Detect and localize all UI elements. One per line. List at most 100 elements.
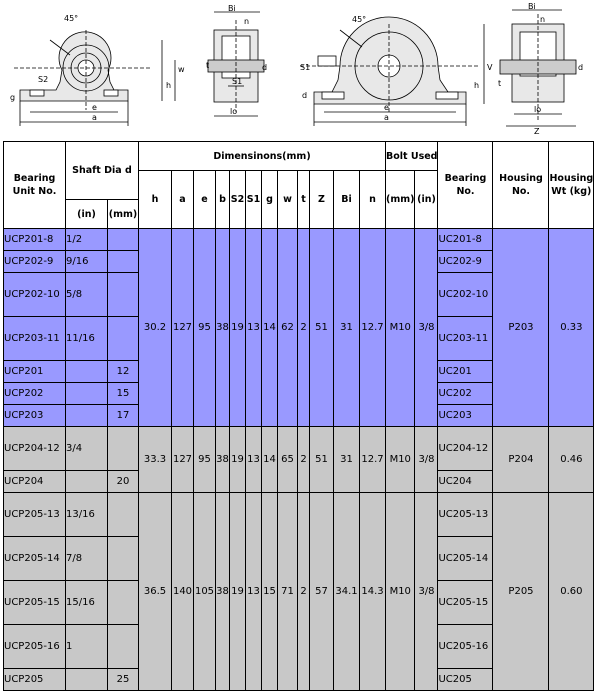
shaft-mm-cell — [107, 316, 139, 361]
dim-t-cell: 2 — [297, 228, 310, 427]
dim-b-cell: 38 — [215, 426, 230, 493]
col-shaft-mm: (mm) — [107, 199, 139, 229]
dim-h-cell: 33.3 — [138, 426, 172, 493]
dim-e-cell: 95 — [193, 228, 216, 427]
bearing-no-cell: UC201 — [437, 360, 494, 383]
bearing-unit-cell: UCP204-12 — [3, 426, 66, 471]
shaft-mm-cell — [107, 272, 139, 317]
col-dim-g: g — [261, 170, 278, 229]
s1-label: S1 — [232, 77, 242, 86]
d-label: d — [262, 63, 267, 72]
bi-label: Bi — [228, 4, 236, 13]
col-dim-b: b — [215, 170, 230, 229]
col-bolt-mm: (mm) — [384, 170, 416, 229]
dim-n-cell: 12.7 — [359, 228, 386, 427]
dim-bi-cell: 31 — [333, 228, 360, 427]
bolt-mm-cell: M10 — [384, 492, 416, 691]
col-dim-h: h — [138, 170, 172, 229]
bolt-mm-cell: M10 — [384, 228, 416, 427]
col-shaft-dia: Shaft Dia d — [65, 141, 139, 200]
s2-label: S2 — [38, 75, 48, 84]
bearing-unit-cell: UCP205-15 — [3, 580, 66, 625]
bearing-unit-cell: UCP203 — [3, 404, 66, 427]
dim-g-cell: 14 — [261, 228, 278, 427]
bearing-unit-cell: UCP205-13 — [3, 492, 66, 537]
col-dim-s2: S2 — [229, 170, 246, 229]
z-label: Z — [534, 127, 540, 136]
dim-s1-cell: 13 — [245, 492, 262, 691]
dim-z-cell: 51 — [309, 228, 334, 427]
bearing-no-cell: UC202 — [437, 382, 494, 405]
drawing-front-view-2 — [300, 16, 485, 126]
col-bearing-no: Bearing No. — [437, 141, 494, 229]
dim-bi-cell: 31 — [333, 426, 360, 493]
shaft-mm-cell: 25 — [107, 668, 139, 691]
bearing-unit-cell: UCP204 — [3, 470, 66, 493]
v-label: V — [487, 63, 493, 72]
bolt-mm-cell: M10 — [384, 426, 416, 493]
bolt-in-cell: 3/8 — [414, 426, 439, 493]
bearing-spec-table: Bearing Unit No. Shaft Dia d Dimensinons… — [3, 141, 595, 691]
dim-s2-cell: 19 — [229, 492, 246, 691]
shaft-mm-cell — [107, 426, 139, 471]
col-bearing-unit: Bearing Unit No. — [3, 141, 66, 229]
shaft-mm-cell — [107, 492, 139, 537]
e-label-2: e — [384, 103, 389, 112]
dim-s2-cell: 19 — [229, 228, 246, 427]
shaft-in-cell — [65, 382, 108, 405]
shaft-mm-cell — [107, 536, 139, 581]
shaft-mm-cell — [107, 580, 139, 625]
housing-no-cell: P204 — [492, 426, 550, 493]
angle-label-2: 45° — [352, 15, 366, 24]
dim-t-cell: 2 — [297, 492, 310, 691]
dim-e-cell: 95 — [193, 426, 216, 493]
w-label: w — [178, 65, 185, 74]
d-label-3: d — [578, 63, 583, 72]
bearing-no-cell: UC205-14 — [437, 536, 494, 581]
bearing-unit-cell: UCP202-10 — [3, 272, 66, 317]
dim-t-cell: 2 — [297, 426, 310, 493]
bearing-unit-cell: UCP202-9 — [3, 250, 66, 273]
dim-w-cell: 65 — [277, 426, 298, 493]
col-shaft-in: (in) — [65, 199, 108, 229]
dim-s1-cell: 13 — [245, 426, 262, 493]
angle-label: 45° — [64, 14, 78, 23]
drawing-front-view-1-labels: 45° S2 g e a w h — [10, 14, 185, 122]
shaft-in-cell — [65, 404, 108, 427]
bearing-unit-cell: UCP201-8 — [3, 228, 66, 251]
dim-e-cell: 105 — [193, 492, 216, 691]
drawing-side-view-1-labels: Bi n t S1 d lo — [206, 4, 267, 116]
dim-z-cell: 51 — [309, 426, 334, 493]
housing-no-cell: P203 — [492, 228, 550, 427]
housing-wt-cell: 0.60 — [548, 492, 595, 691]
s1-label-2: S1 — [300, 63, 310, 72]
drawing-front-view-1 — [14, 30, 176, 126]
shaft-mm-cell — [107, 250, 139, 273]
col-dim-t: t — [297, 170, 310, 229]
dim-a-cell: 127 — [171, 228, 194, 427]
dim-a-cell: 127 — [171, 426, 194, 493]
shaft-mm-cell: 17 — [107, 404, 139, 427]
lo-label: lo — [230, 107, 237, 116]
col-dim-s1: S1 — [245, 170, 262, 229]
dim-b-cell: 38 — [215, 228, 230, 427]
shaft-in-cell: 3/4 — [65, 426, 108, 471]
bearing-no-cell: UC205-13 — [437, 492, 494, 537]
bearing-no-cell: UC205-15 — [437, 580, 494, 625]
t-label: t — [206, 61, 209, 70]
shaft-in-cell: 1 — [65, 624, 108, 669]
drawing-side-view-2-labels: Bi n d t lo Z — [498, 2, 583, 136]
bearing-no-cell: UC202-10 — [437, 272, 494, 317]
col-dim-n: n — [359, 170, 386, 229]
dim-bi-cell: 34.1 — [333, 492, 360, 691]
drawing-front-view-2-labels: 45° S1 d e a V h — [300, 15, 493, 122]
col-dim-bi: Bi — [333, 170, 360, 229]
bearing-no-cell: UC204-12 — [437, 426, 494, 471]
bearing-unit-cell: UCP205 — [3, 668, 66, 691]
